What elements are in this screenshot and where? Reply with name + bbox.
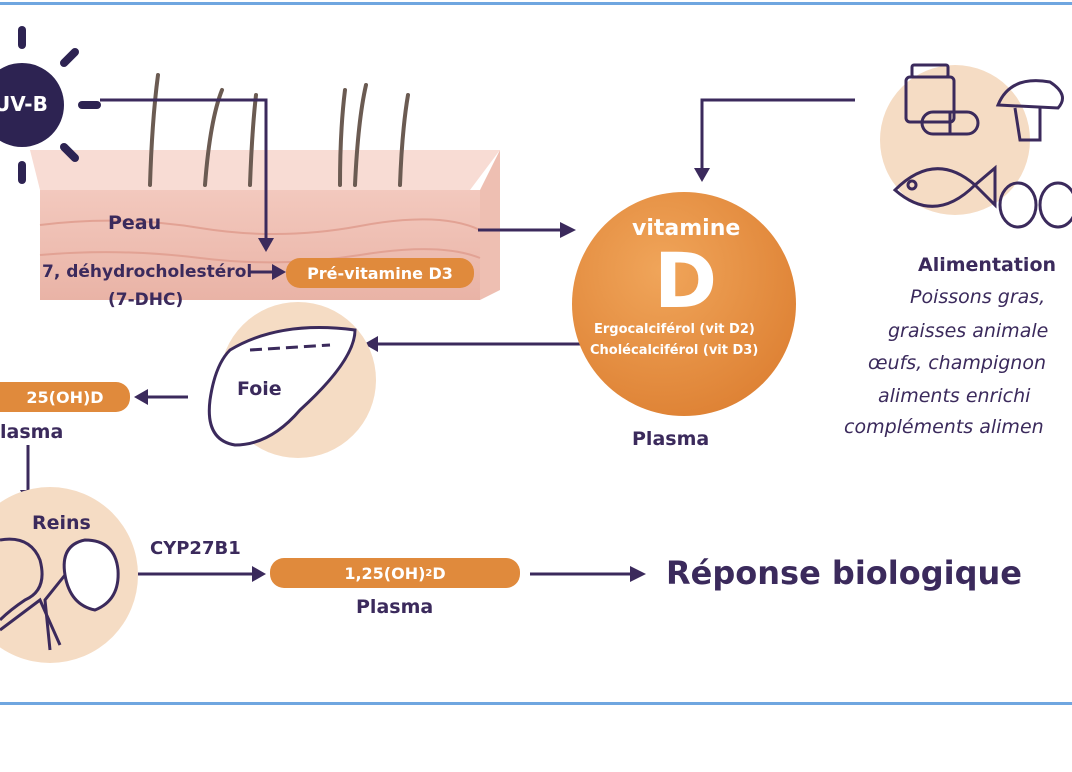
calcidiol-plasma-label: lasma: [0, 421, 64, 443]
liver-icon: [207, 302, 376, 458]
calcitriol-subscript: 2: [425, 567, 433, 579]
calcitriol-prefix: 1,25(OH): [344, 563, 426, 583]
vitamin-d-title: vitamine: [632, 216, 741, 241]
calcidiol-pill: 25(OH)D: [0, 382, 130, 412]
previtamin-d3-pill: Pré-vitamine D3: [286, 258, 474, 288]
bottom-frame-line: [0, 702, 1072, 705]
uvb-label: UV-B: [0, 92, 48, 116]
food-title: Alimentation: [918, 254, 1057, 276]
cholecalciferol-label: Cholécalciférol (vit D3): [590, 343, 759, 358]
calcidiol-label: 25(OH)D: [26, 387, 104, 407]
food-item-2: graisses animale: [888, 320, 1049, 342]
ergocalciferol-label: Ergocalciférol (vit D2): [594, 322, 755, 337]
top-frame-line: [0, 2, 1072, 5]
biological-response-label: Réponse biologique: [666, 554, 1022, 592]
skin-label: Peau: [108, 212, 162, 234]
vitamin-d-circle: [572, 192, 796, 416]
dhc-label: 7, déhydrocholestérol: [42, 262, 253, 282]
vitamin-d-plasma-label: Plasma: [632, 428, 710, 450]
liver-label: Foie: [237, 378, 282, 400]
food-item-1: Poissons gras,: [910, 286, 1046, 308]
enzyme-label: CYP27B1: [150, 538, 241, 559]
kidney-label: Reins: [32, 512, 91, 534]
calcitriol-plasma-label: Plasma: [356, 596, 434, 618]
sun-icon: [0, 26, 101, 184]
food-item-3: œufs, champignon: [868, 352, 1046, 374]
kidney-icon: [0, 487, 138, 663]
calcitriol-suffix: D: [432, 563, 446, 583]
food-item-4: aliments enrichi: [878, 385, 1031, 407]
food-icons: [880, 63, 1072, 229]
food-item-5: compléments alimen: [844, 416, 1044, 438]
dhc-abbrev: (7-DHC): [108, 290, 184, 310]
vitamin-d-letter: D: [654, 236, 718, 325]
